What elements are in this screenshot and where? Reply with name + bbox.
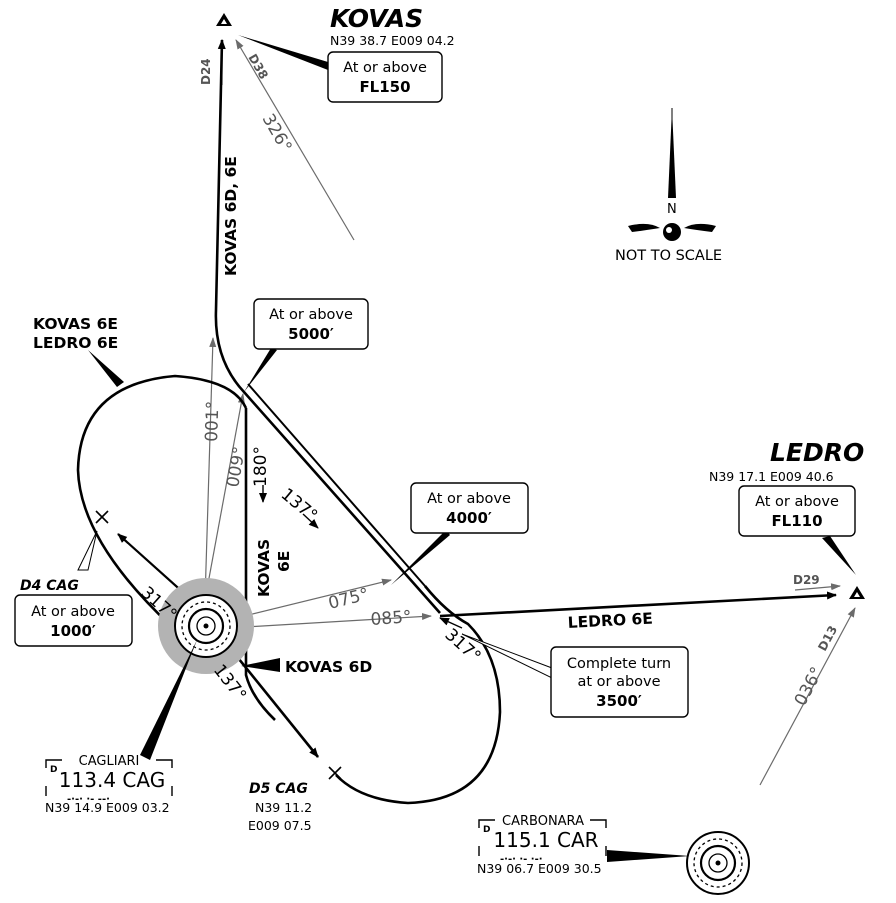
svg-text:3500′: 3500′ bbox=[596, 692, 642, 710]
course-075: 075° bbox=[326, 585, 371, 614]
svg-text:At or above: At or above bbox=[427, 491, 511, 507]
altitude-box-4000: At or above 4000′ bbox=[410, 482, 529, 534]
ledro-altitude-box: At or above FL110 bbox=[738, 485, 856, 537]
carbonara-navaid-box: D CARBONARA 115.1 CAR -·-· ·- ·-· N39 06… bbox=[477, 814, 607, 876]
svg-text:At or above: At or above bbox=[269, 307, 353, 323]
pointers bbox=[77, 35, 856, 862]
car-vor-icon bbox=[686, 831, 750, 895]
svg-text:FL150: FL150 bbox=[359, 78, 410, 96]
kovas-waypoint-icon bbox=[216, 13, 232, 26]
course-137b: 137° bbox=[209, 661, 250, 706]
carbonara-morse: -·-· ·- ·-· bbox=[500, 854, 543, 865]
svg-text:At or above: At or above bbox=[343, 60, 427, 76]
kovas-6e-vertical-label-1: KOVAS bbox=[255, 539, 273, 597]
kovas-6e-label: KOVAS 6E bbox=[33, 315, 118, 333]
not-to-scale-label: NOT TO SCALE bbox=[615, 248, 722, 264]
cag-vor-icon bbox=[158, 578, 254, 674]
ledro-coord: N39 17.1 E009 40.6 bbox=[709, 469, 834, 484]
altitude-box-1000: At or above 1000′ bbox=[14, 594, 133, 647]
cagliari-morse: -·-· ·- --· bbox=[67, 794, 110, 805]
tracks bbox=[76, 39, 837, 805]
svg-text:Complete turn: Complete turn bbox=[567, 656, 671, 672]
d13-label: D13 bbox=[815, 623, 840, 653]
d4-box-pointer bbox=[77, 530, 98, 571]
svg-text:N39 14.9 E009 03.2: N39 14.9 E009 03.2 bbox=[45, 800, 170, 815]
altitude-box-5000: At or above 5000′ bbox=[253, 298, 369, 350]
kovas-coord: N39 38.7 E009 04.2 bbox=[330, 33, 455, 48]
cagliari-pointer bbox=[140, 640, 197, 760]
course-137a: 137° bbox=[277, 485, 321, 527]
kovas-altitude-box: At or above FL150 bbox=[327, 51, 443, 103]
kovas-6e-pointer bbox=[88, 350, 124, 387]
kovas-box-pointer bbox=[238, 35, 328, 70]
svg-text:113.4 CAG: 113.4 CAG bbox=[59, 768, 165, 792]
radial-036-line bbox=[759, 607, 856, 786]
ledro-name: LEDRO bbox=[770, 438, 864, 467]
compass-rose-icon bbox=[628, 223, 716, 241]
svg-text:CARBONARA: CARBONARA bbox=[502, 814, 584, 829]
svg-text:1000′: 1000′ bbox=[50, 622, 96, 640]
d38-label: D38 bbox=[245, 52, 270, 82]
d5-cag-fix-icon bbox=[328, 766, 342, 780]
svg-text:4000′: 4000′ bbox=[446, 509, 492, 527]
d29-tick bbox=[794, 583, 841, 591]
d5-coord-1: N39 11.2 bbox=[255, 800, 312, 815]
d4-cag-label: D4 CAG bbox=[20, 578, 79, 594]
radial-326-line bbox=[235, 39, 355, 241]
altitude-box-3500: Complete turn at or above 3500′ bbox=[550, 646, 689, 718]
d5-cag-label: D5 CAG bbox=[249, 781, 308, 797]
svg-text:At or above: At or above bbox=[755, 494, 839, 510]
kovas-6d-6e-label: KOVAS 6D, 6E bbox=[222, 156, 240, 276]
radial-085-line bbox=[227, 613, 432, 629]
north-arrow-icon bbox=[668, 108, 676, 198]
d29-label: D29 bbox=[793, 573, 820, 587]
svg-text:115.1 CAR: 115.1 CAR bbox=[493, 828, 598, 852]
course-036: 036° bbox=[791, 664, 828, 710]
fix-crosses bbox=[95, 510, 342, 780]
d4-cag-fix-icon bbox=[95, 510, 109, 524]
kovas-6e-vertical bbox=[244, 408, 276, 721]
course-326: 326° bbox=[258, 111, 296, 156]
d24-label: D24 bbox=[199, 58, 213, 85]
kovas-name: KOVAS bbox=[330, 4, 423, 33]
svg-text:5000′: 5000′ bbox=[288, 325, 334, 343]
c317-arrow bbox=[439, 617, 463, 629]
racetrack-left bbox=[76, 374, 248, 626]
ledro-track bbox=[439, 591, 837, 618]
svg-text:CAGLIARI: CAGLIARI bbox=[79, 754, 140, 769]
radial-009-line bbox=[204, 393, 245, 601]
course-180: 180° bbox=[251, 446, 271, 487]
box-5000-pointer bbox=[244, 348, 277, 392]
cagliari-navaid-box: D CAGLIARI 113.4 CAG -·-· ·- --· N39 14.… bbox=[45, 754, 173, 815]
kovas-6d-pointer bbox=[241, 658, 280, 672]
ledro-waypoint-icon bbox=[849, 586, 865, 599]
carbonara-pointer bbox=[607, 850, 690, 862]
svg-text:D: D bbox=[483, 825, 490, 835]
svg-text:FL110: FL110 bbox=[771, 512, 822, 530]
d5-coord-2: E009 07.5 bbox=[248, 818, 312, 833]
box-4000-pointer bbox=[391, 530, 450, 585]
c137-arrow bbox=[302, 513, 319, 529]
ledro-box-pointer bbox=[822, 536, 856, 575]
ledro-6e-track-label: LEDRO 6E bbox=[567, 610, 653, 632]
course-085: 085° bbox=[370, 607, 412, 630]
ledro-6e-label: LEDRO 6E bbox=[33, 334, 118, 352]
racetrack-right bbox=[335, 585, 502, 805]
course-001: 001° bbox=[202, 401, 223, 443]
kovas-6d-label: KOVAS 6D bbox=[285, 658, 372, 676]
svg-text:D: D bbox=[50, 765, 57, 775]
course-317a: 317° bbox=[441, 625, 485, 667]
svg-text:at or above: at or above bbox=[577, 674, 660, 690]
north-label: N bbox=[667, 202, 677, 217]
svg-text:At or above: At or above bbox=[31, 604, 115, 620]
svg-text:N39 06.7 E009 30.5: N39 06.7 E009 30.5 bbox=[477, 861, 602, 876]
kovas-6e-vertical-label-2: 6E bbox=[275, 551, 293, 572]
parallel-track bbox=[247, 383, 426, 587]
kovas-track bbox=[214, 39, 441, 614]
